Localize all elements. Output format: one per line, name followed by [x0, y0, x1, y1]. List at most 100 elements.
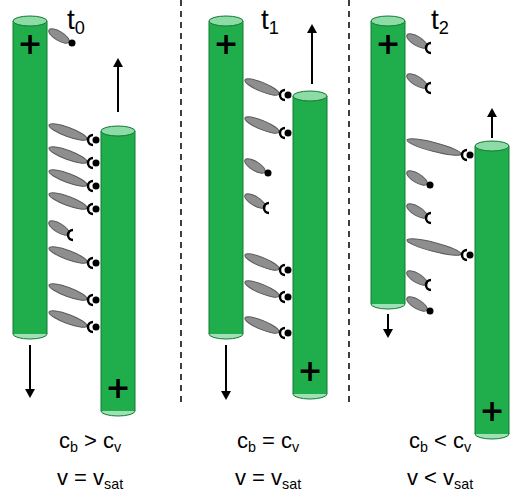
filament-body	[371, 21, 405, 304]
bound-nucleotide	[93, 206, 100, 213]
filament-edge	[101, 131, 102, 411]
polarity-sign: +	[213, 29, 238, 59]
bound-nucleotide	[467, 252, 474, 259]
condition-label: v = vsat	[57, 466, 123, 490]
myosin-head	[280, 90, 285, 100]
myosin-head	[88, 258, 93, 268]
filament-shape	[292, 90, 328, 400]
filament-edge	[475, 146, 476, 434]
condition-label: cb < cv	[409, 429, 471, 453]
bound-nucleotide	[93, 160, 100, 167]
myosin-lever	[47, 167, 88, 189]
motion-arrow	[225, 345, 227, 393]
myosin-head	[88, 322, 93, 332]
myosin-lever	[243, 278, 280, 300]
arrow-head	[487, 108, 497, 117]
filament-body	[475, 146, 509, 434]
myosin-head	[280, 328, 285, 338]
myosin-lever	[47, 144, 88, 166]
myosin-head	[88, 295, 93, 305]
motion-arrow	[311, 31, 313, 84]
filament-shape	[474, 140, 510, 440]
filament-edge	[47, 21, 48, 334]
filament-shape	[208, 15, 244, 340]
myosin-lever	[243, 76, 280, 98]
myosin-head	[280, 265, 285, 275]
bound-nucleotide	[467, 152, 474, 159]
panel-divider	[348, 0, 350, 405]
filament-edge	[327, 96, 328, 394]
filament-top	[293, 91, 327, 101]
bound-nucleotide	[93, 297, 100, 304]
nucleotide-dot	[427, 182, 434, 189]
filament-body	[101, 131, 135, 411]
myosin-lever	[243, 114, 280, 136]
condition-label: v < vsat	[407, 466, 473, 490]
bound-nucleotide	[93, 137, 100, 144]
myosin-lever	[243, 251, 280, 273]
nucleotide-dot	[265, 170, 272, 177]
polarity-sign: +	[297, 356, 322, 386]
myosin-lever	[405, 168, 430, 188]
filament-edge	[405, 21, 406, 304]
polarity-sign: +	[105, 373, 130, 403]
myosin-head	[426, 213, 431, 223]
filament-edge	[13, 21, 14, 334]
motion-arrow	[117, 65, 119, 112]
time-label: t2	[431, 5, 449, 36]
myosin-lever	[406, 236, 462, 259]
myosin-head	[280, 128, 285, 138]
arrow-head	[307, 24, 317, 33]
myosin-head	[426, 83, 431, 93]
myosin-head	[264, 203, 269, 213]
time-label: t1	[261, 5, 279, 36]
myosin-head	[280, 292, 285, 302]
filament-top	[209, 16, 243, 26]
panel-divider	[180, 0, 182, 405]
filament-top	[101, 126, 135, 136]
myosin-head	[88, 181, 93, 191]
actin-filament: +	[292, 90, 328, 400]
arrow-head	[25, 389, 35, 398]
filament-top	[13, 16, 47, 26]
filament-edge	[371, 21, 372, 304]
bound-nucleotide	[285, 92, 292, 99]
bound-nucleotide	[285, 294, 292, 301]
filament-body	[13, 21, 47, 334]
filament-shape	[370, 15, 406, 310]
myosin-head	[88, 158, 93, 168]
filament-top	[475, 141, 509, 151]
nucleotide-dot	[427, 308, 434, 315]
polarity-sign: +	[375, 29, 400, 59]
filament-top	[371, 16, 405, 26]
polarity-sign: +	[17, 29, 42, 59]
motion-arrows	[25, 24, 497, 400]
filament-edge	[293, 96, 294, 394]
arrow-head	[113, 58, 123, 67]
filament-edge	[509, 146, 510, 434]
myosin-head	[88, 204, 93, 214]
myosin-lever	[47, 244, 88, 266]
motion-arrow	[29, 345, 31, 391]
actin-filament: +	[208, 15, 244, 340]
condition-label: v = vsat	[235, 466, 301, 490]
filament-body	[209, 21, 243, 334]
myosin-head	[462, 150, 467, 160]
motion-arrow	[491, 115, 493, 138]
bound-nucleotide	[93, 324, 100, 331]
filament-edge	[243, 21, 244, 334]
bound-nucleotide	[93, 183, 100, 190]
myosin-lever	[243, 156, 268, 176]
myosin-lever	[47, 121, 88, 143]
filament-edge	[209, 21, 210, 334]
myosin-lever	[47, 281, 88, 303]
myosin-lever	[47, 190, 88, 212]
bound-nucleotide	[93, 260, 100, 267]
actin-filament: +	[12, 15, 48, 340]
motion-arrow	[387, 314, 389, 331]
myosin-lever	[405, 294, 430, 314]
bound-nucleotide	[285, 330, 292, 337]
filament-shape	[12, 15, 48, 340]
